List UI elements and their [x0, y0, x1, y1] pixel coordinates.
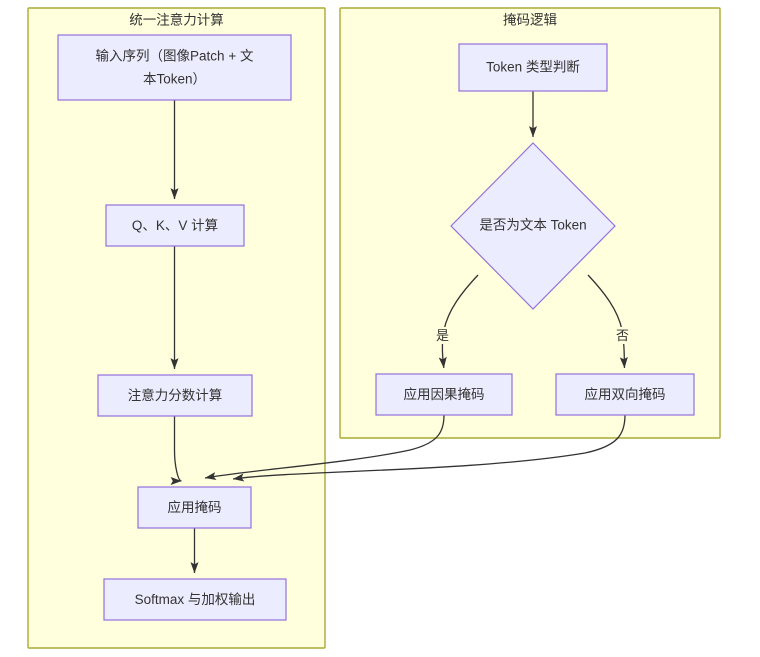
edge-label-no-text: 否	[616, 328, 629, 343]
edge-apply-causal-mask-to-apply-mask	[204, 414, 445, 481]
edges-layer: 是 否	[170, 91, 631, 574]
node-input-sequence[interactable]: 输入序列（图像Patch + 文 本Token）	[57, 34, 292, 101]
subgraph-unified-attention-box	[27, 7, 326, 649]
node-qkv-compute[interactable]: Q、K、V 计算	[105, 204, 245, 247]
edge-label-no-bg	[614, 327, 631, 344]
node-apply-mask[interactable]: 应用掩码	[137, 486, 252, 529]
node-apply-bidirectional-mask-label: 应用双向掩码	[585, 386, 666, 402]
node-input-sequence-box[interactable]	[57, 34, 292, 101]
node-apply-causal-mask[interactable]: 应用因果掩码	[375, 373, 513, 416]
edge-attention-score-to-apply-mask	[170, 416, 182, 485]
node-is-text-token-diamond[interactable]	[450, 142, 616, 310]
edge-label-no: 否	[614, 327, 631, 344]
node-apply-mask-box[interactable]	[137, 486, 252, 529]
node-apply-bidirectional-mask-box[interactable]	[555, 373, 695, 416]
node-attention-score-label: 注意力分数计算	[128, 387, 223, 403]
node-input-sequence-label-line2: 本Token）	[143, 72, 206, 87]
node-token-type-check-label: Token 类型判断	[486, 60, 580, 75]
node-softmax-output-box[interactable]	[103, 578, 287, 621]
node-softmax-output[interactable]: Softmax 与加权输出	[103, 578, 287, 621]
subgraph-unified-attention-title: 统一注意力计算	[129, 12, 224, 28]
node-apply-causal-mask-label: 应用因果掩码	[404, 386, 485, 402]
node-softmax-output-label: Softmax 与加权输出	[135, 591, 256, 607]
node-apply-bidirectional-mask[interactable]: 应用双向掩码	[555, 373, 695, 416]
node-attention-score-box[interactable]	[97, 374, 253, 417]
node-input-sequence-label-line1: 输入序列（图像Patch + 文	[96, 49, 254, 64]
node-is-text-token[interactable]: 是否为文本 Token	[450, 142, 616, 310]
node-apply-mask-label: 应用掩码	[168, 499, 222, 515]
node-token-type-check[interactable]: Token 类型判断	[458, 43, 608, 92]
node-attention-score[interactable]: 注意力分数计算	[97, 374, 253, 417]
node-qkv-compute-box[interactable]	[105, 204, 245, 247]
edge-label-yes-text: 是	[436, 328, 449, 343]
node-apply-causal-mask-box[interactable]	[375, 373, 513, 416]
node-token-type-check-box[interactable]	[458, 43, 608, 92]
node-qkv-compute-label: Q、K、V 计算	[132, 218, 218, 233]
subgraph-unified-attention: 统一注意力计算	[27, 7, 326, 649]
edge-apply-bidirectional-mask-to-apply-mask	[232, 414, 626, 482]
edge-label-yes: 是	[434, 327, 451, 344]
node-is-text-token-label: 是否为文本 Token	[479, 218, 586, 233]
subgraph-mask-logic-title: 掩码逻辑	[503, 13, 557, 28]
edge-label-yes-bg	[434, 327, 451, 344]
